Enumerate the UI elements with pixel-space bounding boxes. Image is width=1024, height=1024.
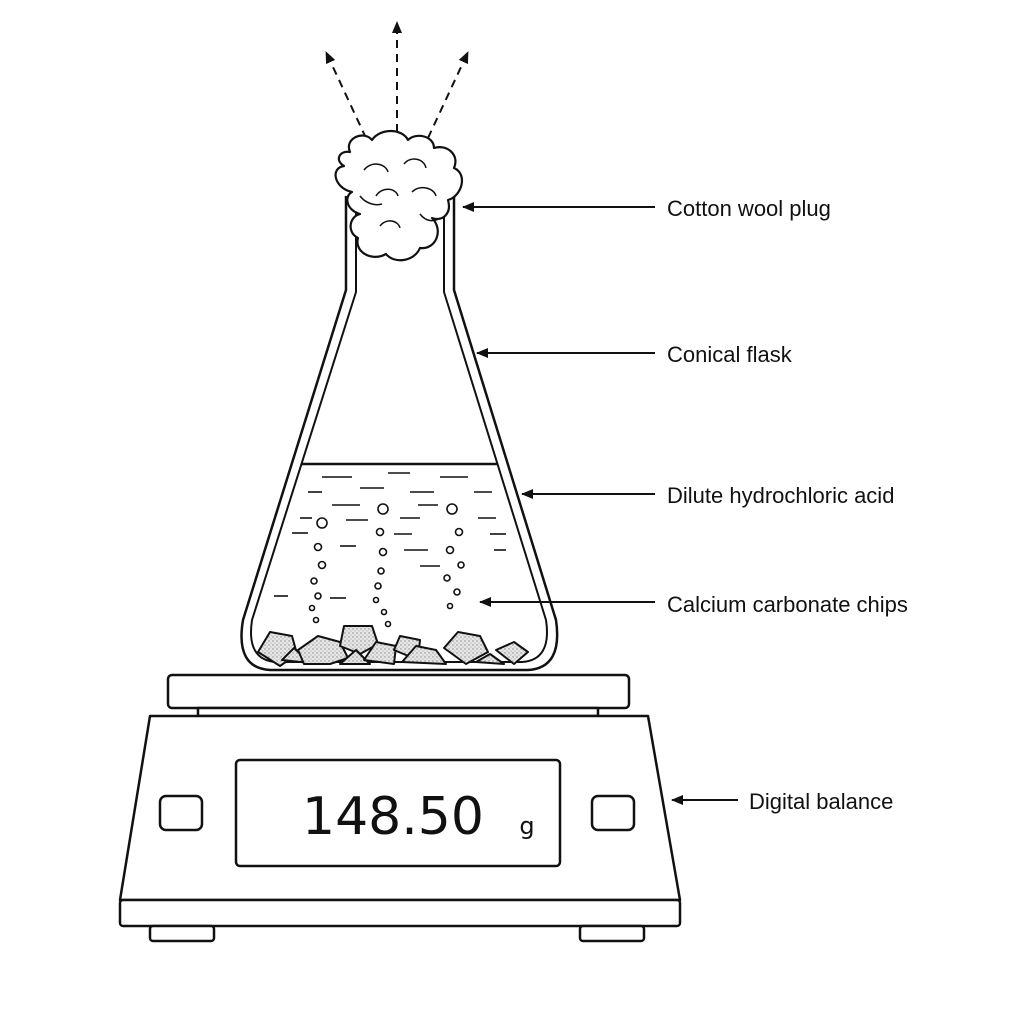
label-arrows xyxy=(462,202,738,805)
balance-display-screen xyxy=(234,758,562,868)
conical-flask xyxy=(240,196,559,672)
balance-left-button[interactable] xyxy=(158,794,204,832)
cotton-wool-plug xyxy=(334,129,464,262)
balance-base xyxy=(118,898,682,928)
acid-liquid-hatching xyxy=(274,472,506,599)
label-calcium-carbonate-chips: Calcium carbonate chips xyxy=(667,592,908,617)
cotton-wool-outline xyxy=(334,129,464,262)
digital-balance xyxy=(118,673,682,943)
label-digital-balance: Digital balance xyxy=(749,789,893,814)
cotton-wool-texture xyxy=(359,158,441,229)
balance-weighing-pan xyxy=(166,673,631,710)
gas-arrow-left xyxy=(325,51,367,139)
balance-reading: 148.50 xyxy=(302,787,484,847)
gas-arrow-right xyxy=(427,51,469,139)
label-cotton-wool-plug: Cotton wool plug xyxy=(667,196,831,221)
gas-escape-arrows xyxy=(325,21,469,139)
calcium-carbonate-chips xyxy=(257,625,529,667)
label-conical-flask: Conical flask xyxy=(667,342,793,367)
gas-bubbles xyxy=(308,503,465,628)
balance-unit: g xyxy=(519,812,534,840)
balance-foot-right xyxy=(578,924,646,943)
flask-outer-wall xyxy=(240,196,559,672)
flask-inner-wall xyxy=(250,205,548,663)
balance-foot-left xyxy=(148,924,216,943)
label-dilute-hcl: Dilute hydrochloric acid xyxy=(667,483,894,508)
balance-right-button[interactable] xyxy=(590,794,636,832)
